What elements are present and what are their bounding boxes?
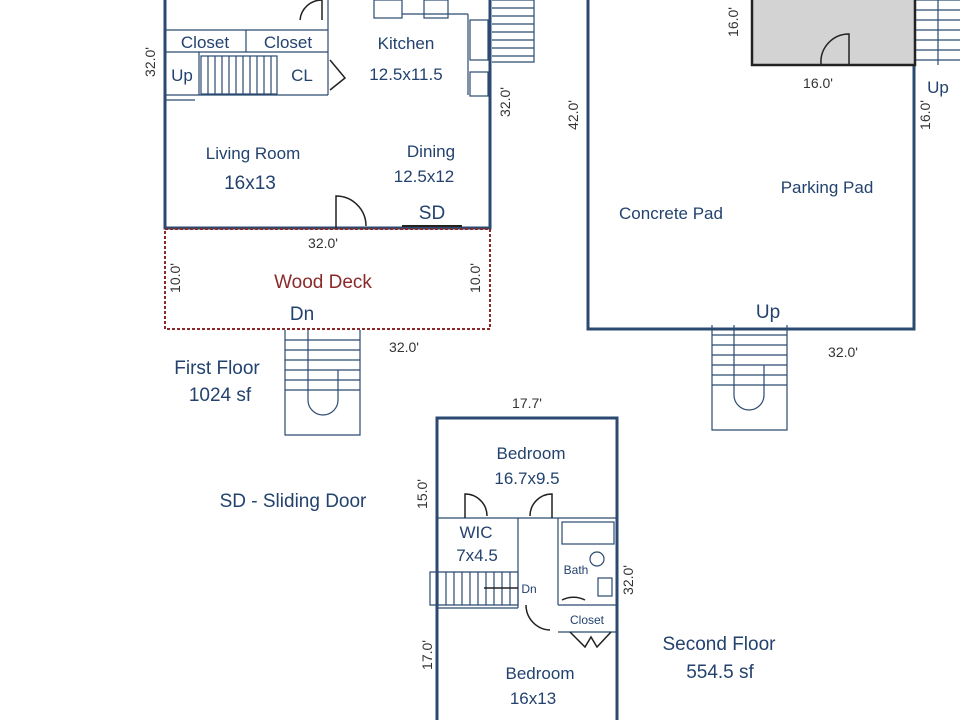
living-room-size: 16x13 — [224, 173, 276, 194]
dimension-label: 17.0' — [419, 640, 435, 670]
door-icon — [335, 195, 367, 228]
second-floor-walls — [435, 416, 619, 720]
pad-stairs — [711, 325, 788, 431]
sink-icon — [597, 577, 613, 597]
garage-side-stairs — [916, 0, 960, 65]
door-icon — [529, 493, 553, 518]
dimension-label: 15.0' — [414, 479, 430, 509]
stairs-up-label: Up — [756, 302, 780, 323]
second-floor-area: 554.5 sf — [686, 662, 754, 683]
stairs-down-label: Dn — [290, 304, 314, 325]
bedroom-size: 16x13 — [510, 689, 556, 708]
dimension-label: 17.7' — [512, 395, 542, 411]
first-floor-area: 1024 sf — [189, 385, 252, 406]
concrete-pad-label: Concrete Pad — [619, 204, 723, 223]
dimension-label: 32.0' — [389, 339, 419, 355]
dining-size: 12.5x12 — [394, 167, 455, 186]
door-icon — [299, 0, 323, 21]
second-floor: 17.7' 15.0' 17.0' 32.0' Bedroom 16.7x9.5… — [414, 395, 776, 720]
dimension-label: 10.0' — [167, 263, 183, 293]
garage-pad-area: 16.0' 16.0' Up 16.0' 42.0' Parking Pad C… — [565, 0, 960, 431]
deck-stairs — [284, 330, 361, 436]
closet-label: CL — [291, 66, 313, 85]
dimension-label: 32.0' — [620, 565, 636, 595]
parking-pad-label: Parking Pad — [781, 178, 874, 197]
dimension-label: 32.0' — [828, 344, 858, 360]
dimension-label: 16.0' — [917, 100, 933, 130]
dimension-label: 16.0' — [803, 75, 833, 91]
wood-deck-label: Wood Deck — [274, 272, 372, 293]
door-icon — [464, 493, 488, 518]
kitchen-label: Kitchen — [378, 34, 435, 53]
door-icon — [820, 33, 850, 65]
wic-size: 7x4.5 — [456, 546, 498, 565]
first-floor-title: First Floor — [174, 358, 260, 379]
closet-label: Closet — [181, 33, 229, 52]
kitchen-size: 12.5x11.5 — [369, 65, 442, 84]
stairs-top-right — [492, 0, 535, 63]
wic-label: WIC — [459, 523, 492, 542]
first-floor: Closet Closet Up CL Kitchen 12.5x11.5 Li… — [142, 0, 535, 436]
bedroom-label: Bedroom — [506, 664, 575, 683]
sliding-door-label: SD — [419, 203, 445, 224]
door-icon — [525, 604, 551, 631]
door-icon — [561, 596, 586, 601]
dimension-label: 32.0' — [142, 47, 158, 77]
stove-icon — [423, 0, 449, 19]
interior-stairs — [200, 55, 278, 95]
dimension-label: 10.0' — [467, 263, 483, 293]
closet-door-icon — [569, 631, 612, 649]
garage-building — [750, 0, 917, 67]
door-icon — [329, 59, 347, 91]
stairs-up-label: Up — [171, 66, 193, 85]
dimension-label: 32.0' — [308, 235, 338, 251]
dimension-label: 42.0' — [565, 100, 581, 130]
living-room-label: Living Room — [206, 144, 301, 163]
wood-deck — [164, 228, 491, 330]
bedroom-label: Bedroom — [497, 444, 566, 463]
bedroom-size: 16.7x9.5 — [494, 469, 559, 488]
closet-label: Closet — [264, 33, 312, 52]
bathtub-icon — [561, 521, 615, 545]
dimension-label: 16.0' — [725, 7, 741, 37]
concrete-pad-outline — [586, 0, 916, 331]
bath-label: Bath — [564, 563, 589, 577]
legend-sliding-door: SD - Sliding Door — [220, 491, 367, 512]
toilet-icon — [589, 551, 605, 567]
sink-icon — [373, 0, 403, 19]
stairs-up-label: Up — [927, 78, 949, 97]
dining-label: Dining — [407, 142, 455, 161]
fridge-icon — [469, 19, 489, 61]
closet-label: Closet — [570, 613, 605, 627]
stairs-down-label: Dn — [521, 582, 536, 596]
second-floor-stairs — [429, 571, 519, 606]
second-floor-title: Second Floor — [662, 634, 776, 655]
dimension-label: 32.0' — [497, 87, 513, 117]
